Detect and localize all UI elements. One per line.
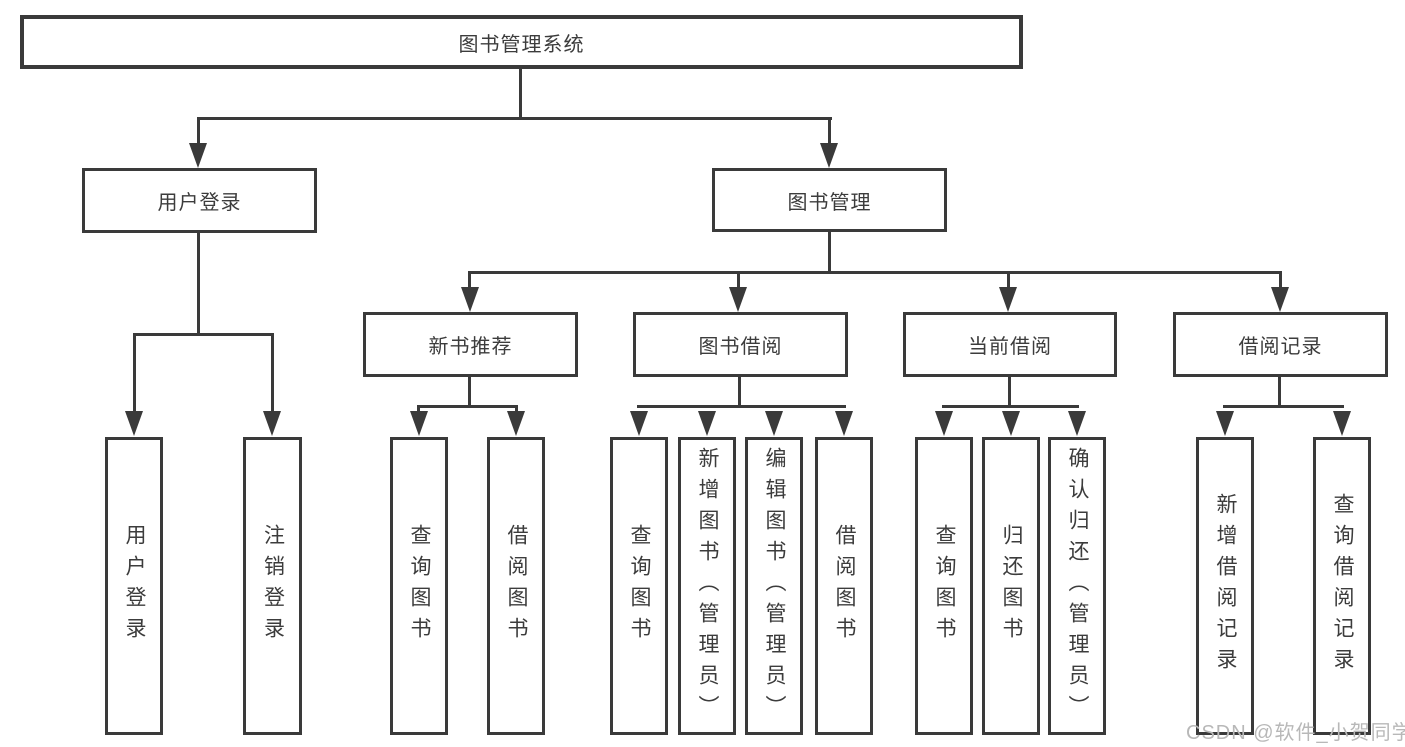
leaf-query-books-current: 查询图书 — [915, 437, 973, 735]
arrowhead — [729, 287, 747, 312]
leaf-query-borrow-record: 查询借阅记录 — [1313, 437, 1371, 735]
node-current-borrowing: 当前借阅 — [903, 312, 1117, 377]
arrowhead — [835, 411, 853, 436]
arrowhead — [935, 411, 953, 436]
leaf-query-books-recommend: 查询图书 — [390, 437, 448, 735]
node-root: 图书管理系统 — [20, 15, 1023, 69]
connector-line — [828, 117, 831, 145]
connector-line — [133, 333, 274, 336]
connector-line — [197, 233, 200, 336]
arrowhead — [820, 143, 838, 168]
arrowhead — [125, 411, 143, 436]
connector-line — [828, 232, 831, 274]
leaf-add-borrow-record: 新增借阅记录 — [1196, 437, 1254, 735]
arrowhead — [1068, 411, 1086, 436]
node-book-management: 图书管理 — [712, 168, 947, 232]
arrowhead — [999, 287, 1017, 312]
connector-line — [519, 67, 522, 119]
connector-line — [737, 271, 740, 289]
node-new-book-recommend: 新书推荐 — [363, 312, 578, 377]
arrowhead — [410, 411, 428, 436]
arrowhead — [1216, 411, 1234, 436]
leaf-login: 用户登录 — [105, 437, 163, 735]
leaf-return-books: 归还图书 — [982, 437, 1040, 735]
connector-line — [468, 271, 471, 289]
connector-line — [1278, 377, 1281, 408]
arrowhead — [1271, 287, 1289, 312]
connector-line — [738, 377, 741, 408]
arrowhead — [461, 287, 479, 312]
leaf-logout: 注销登录 — [243, 437, 302, 735]
node-user-login: 用户登录 — [82, 168, 317, 233]
leaf-query-books-borrowing: 查询图书 — [610, 437, 668, 735]
leaf-borrow-books: 借阅图书 — [815, 437, 873, 735]
connector-line — [637, 405, 846, 408]
connector-line — [417, 405, 420, 415]
connector-line — [1279, 271, 1282, 289]
csdn-watermark: CSDN @软件_小贺同学 — [1186, 722, 1405, 744]
connector-line — [468, 377, 471, 408]
leaf-confirm-return-admin: 确认归还（管理员） — [1048, 437, 1106, 735]
arrowhead — [1002, 411, 1020, 436]
connector-line — [468, 271, 1282, 274]
arrowhead — [630, 411, 648, 436]
leaf-add-books-admin: 新增图书（管理员） — [678, 437, 736, 735]
connector-line — [1007, 271, 1010, 289]
node-borrowing-records: 借阅记录 — [1173, 312, 1388, 377]
connector-line — [417, 405, 518, 408]
connector-line — [197, 117, 832, 120]
arrowhead — [765, 411, 783, 436]
leaf-borrow-books-recommend: 借阅图书 — [487, 437, 545, 735]
connector-line — [1008, 377, 1011, 408]
connector-line — [942, 405, 1079, 408]
arrowhead — [698, 411, 716, 436]
arrowhead — [507, 411, 525, 436]
arrowhead — [189, 143, 207, 168]
connector-line — [271, 333, 274, 413]
arrowhead — [263, 411, 281, 436]
connector-line — [1223, 405, 1344, 408]
connector-line — [133, 333, 136, 413]
connector-line — [197, 117, 200, 145]
leaf-edit-books-admin: 编辑图书（管理员） — [745, 437, 803, 735]
node-book-borrowing: 图书借阅 — [633, 312, 848, 377]
arrowhead — [1333, 411, 1351, 436]
connector-line — [515, 405, 518, 415]
